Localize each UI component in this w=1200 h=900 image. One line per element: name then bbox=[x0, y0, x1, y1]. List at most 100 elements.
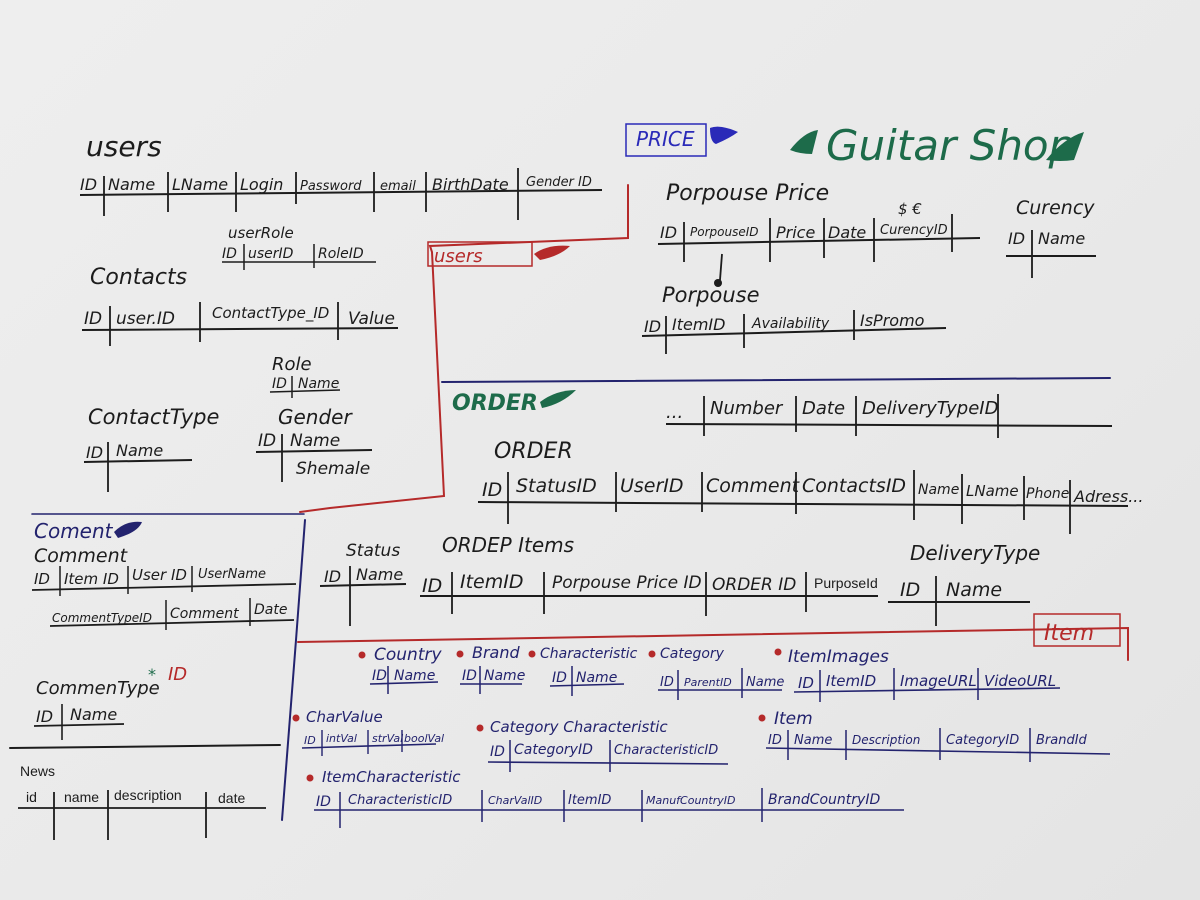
field: ID bbox=[660, 675, 674, 690]
currency-note: $ € bbox=[898, 200, 922, 218]
contacts-table: Contacts ID user.ID ContactType_ID Value bbox=[81, 265, 399, 346]
field: ID bbox=[272, 376, 287, 392]
delivery-type-table: DeliveryType ID Name bbox=[888, 541, 1040, 626]
country-table: Country ID Name bbox=[358, 645, 442, 694]
table-title: Characteristic bbox=[540, 646, 638, 662]
field: Name bbox=[946, 579, 1002, 601]
table-title: CharValue bbox=[306, 708, 383, 726]
field: Value bbox=[348, 309, 395, 329]
order-green-label: ORDER bbox=[452, 391, 538, 416]
field: Date bbox=[828, 223, 866, 242]
field: CharValID bbox=[488, 794, 542, 807]
guitar-shop-title: Guitar Shop bbox=[790, 121, 1084, 170]
table-title: ItemImages bbox=[788, 647, 889, 667]
field: Item ID bbox=[64, 570, 119, 588]
field: VideoURL bbox=[984, 672, 1056, 690]
char-value-table: CharValue ID intVal strVal boolVal bbox=[292, 708, 444, 756]
table-title: CommenType bbox=[36, 678, 160, 699]
table-title: Item bbox=[774, 709, 813, 729]
table-title: Gender bbox=[278, 405, 353, 429]
field: Date bbox=[802, 398, 845, 419]
field: ID bbox=[34, 570, 50, 588]
field: Password bbox=[300, 179, 362, 194]
field-printed: PurposeId bbox=[814, 575, 878, 591]
field: ID bbox=[372, 668, 387, 684]
brand-table: Brand ID Name bbox=[456, 643, 525, 694]
field: LName bbox=[172, 175, 228, 194]
field: strVal bbox=[372, 732, 403, 745]
field: name bbox=[64, 789, 99, 805]
field: Name bbox=[108, 175, 155, 194]
field: RoleID bbox=[318, 246, 364, 262]
news-table: News id name description date bbox=[18, 763, 266, 840]
field: ContactType_ID bbox=[212, 304, 329, 323]
table-title: ORDER bbox=[494, 439, 573, 464]
region-borders bbox=[9, 184, 1129, 821]
field: ID bbox=[552, 670, 567, 686]
table-title: Brand bbox=[472, 643, 521, 662]
field: ID bbox=[80, 175, 97, 194]
annotation-mark: * bbox=[148, 665, 156, 684]
porpouse-price-table: Porpouse Price $ € ID PorpouseID Price D… bbox=[657, 181, 981, 287]
field: ID bbox=[422, 575, 442, 597]
order-table: ORDER ID StatusID UserID Comment Contact… bbox=[477, 439, 1143, 534]
item-images-table: ItemImages ID ItemID ImageURL VideoURL bbox=[774, 647, 1061, 702]
field: Name bbox=[70, 705, 117, 724]
field: ID bbox=[482, 479, 502, 501]
curency-table: Curency ID Name bbox=[1006, 197, 1096, 278]
field: Name bbox=[290, 431, 340, 451]
gender-table: Gender ID Name Shemale bbox=[255, 405, 373, 482]
field: StatusID bbox=[516, 475, 597, 497]
field: CategoryID bbox=[946, 733, 1019, 748]
field: Number bbox=[710, 398, 784, 419]
table-title: Category Characteristic bbox=[490, 718, 668, 736]
field: Name bbox=[356, 565, 403, 584]
field: Name bbox=[576, 670, 617, 686]
users-table: users ID Name LName Login Password email… bbox=[79, 130, 603, 220]
field: BrandCountryID bbox=[768, 792, 880, 808]
table-title: Country bbox=[374, 645, 442, 665]
id-note: ID bbox=[168, 664, 187, 685]
field: boolVal bbox=[404, 732, 444, 745]
table-title: users bbox=[86, 130, 162, 163]
field: Name bbox=[116, 441, 163, 460]
field: ItemID bbox=[460, 571, 524, 593]
field: Name bbox=[394, 668, 435, 684]
field: ... bbox=[666, 402, 683, 423]
field: Description bbox=[852, 733, 920, 747]
field: ID bbox=[84, 309, 102, 329]
field: ManufCountryID bbox=[646, 794, 735, 807]
table-title: Category bbox=[660, 646, 725, 662]
table-title: Role bbox=[272, 354, 312, 375]
field: BirthDate bbox=[432, 175, 509, 194]
field: ID bbox=[36, 707, 53, 726]
field: ID bbox=[490, 744, 505, 760]
field: CategoryID bbox=[514, 742, 593, 758]
field: ParentID bbox=[684, 676, 732, 689]
field: ItemID bbox=[826, 672, 876, 690]
item-table: Item ID Name Description CategoryID Bran… bbox=[758, 709, 1111, 762]
field: ContactsID bbox=[802, 475, 906, 497]
field: Name bbox=[746, 675, 784, 690]
field: Phone bbox=[1026, 486, 1069, 502]
table-title: ORDEP Items bbox=[442, 533, 574, 557]
table-title: Curency bbox=[1016, 197, 1095, 219]
table-title: DeliveryType bbox=[910, 541, 1040, 565]
field: ID bbox=[316, 794, 331, 810]
field: userID bbox=[248, 246, 294, 262]
field: ID bbox=[86, 443, 103, 462]
price-label: PRICE bbox=[636, 127, 695, 151]
contact-type-table: ContactType ID Name bbox=[83, 405, 219, 492]
guitar-shop-label: Guitar Shop bbox=[826, 121, 1075, 170]
field: Date bbox=[254, 602, 287, 618]
field: ItemID bbox=[672, 315, 725, 334]
field: Comment bbox=[706, 475, 801, 497]
field: ID bbox=[324, 567, 341, 586]
field: id bbox=[26, 789, 37, 805]
category-table: Category ID ParentID Name bbox=[648, 646, 784, 700]
field: PorpouseID bbox=[690, 225, 759, 239]
field: Gender ID bbox=[526, 175, 592, 190]
table-title: ItemCharacteristic bbox=[322, 768, 461, 786]
field: Name bbox=[1038, 229, 1085, 248]
role-table: Role ID Name bbox=[269, 354, 341, 398]
